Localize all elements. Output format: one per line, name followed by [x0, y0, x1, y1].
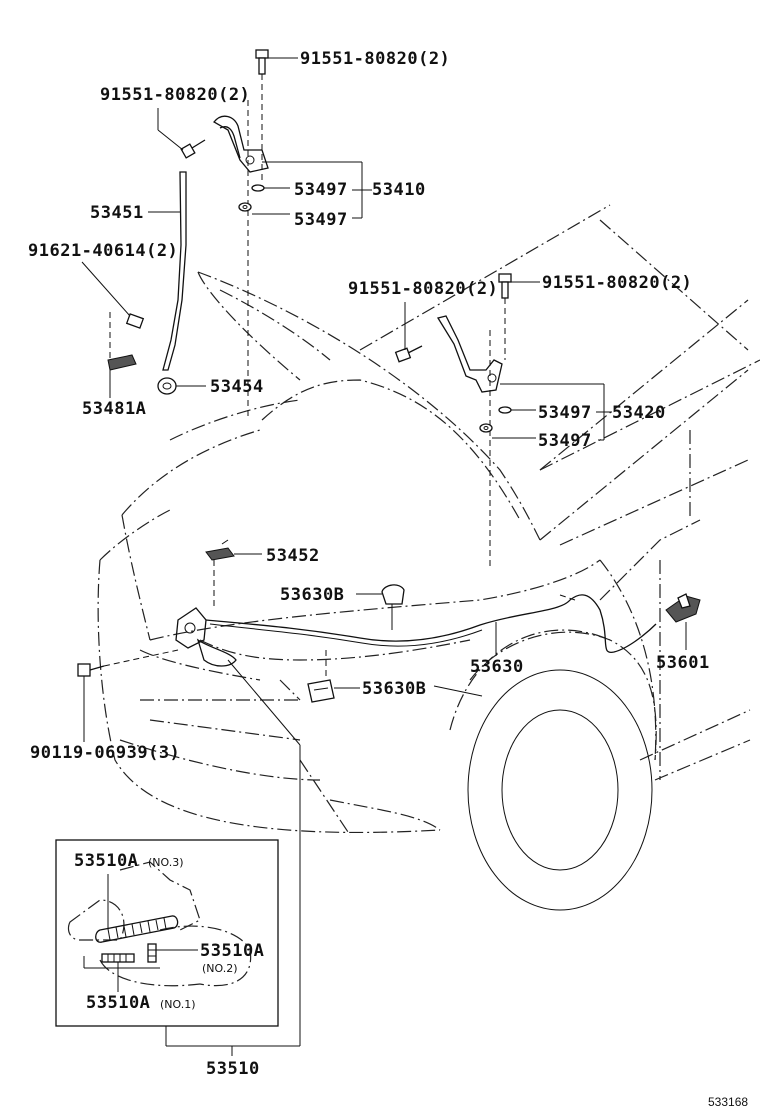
car-body-outline — [97, 204, 760, 911]
label-release-lever: 53601 — [656, 653, 710, 673]
label-bolt-left: 91551-80820(2) — [100, 85, 250, 105]
washer-icon — [238, 202, 252, 212]
label-part-no2: 53510A — [200, 941, 264, 961]
label-part-no1: 53510A — [86, 993, 150, 1013]
label-clamp-upper: 53630B — [280, 585, 344, 605]
label-washer-b2: 53497 — [538, 431, 592, 451]
label-grommet: 53454 — [210, 377, 264, 397]
left-hinge-group — [81, 49, 363, 420]
spring-icon — [101, 953, 135, 963]
bolt-icon — [394, 345, 423, 363]
grommet-icon — [157, 377, 177, 395]
label-note-no2: (NO.2) — [202, 962, 238, 975]
label-lock-assy: 53510 — [206, 1059, 260, 1079]
bolt-icon — [77, 663, 105, 677]
right-hinge-group — [394, 273, 605, 570]
washer-icon — [498, 406, 512, 414]
inset-lock-detail — [55, 839, 301, 1056]
bracket-icon — [107, 354, 137, 371]
label-cable: 53630 — [470, 657, 524, 677]
label-washer-a1: 53497 — [294, 180, 348, 200]
label-clamp-lower: 53630B — [362, 679, 426, 699]
spring-icon — [95, 915, 179, 943]
label-stay: 53451 — [90, 203, 144, 223]
label-bolt-top: 91551-80820(2) — [300, 49, 450, 69]
label-note-no1: (NO.1) — [160, 998, 196, 1011]
label-bolt-right: 91551-80820(2) — [542, 273, 692, 293]
clip-icon — [205, 539, 235, 561]
label-bolt-mid: 91551-80820(2) — [348, 279, 498, 299]
washer-icon — [251, 184, 265, 192]
lock-cable-group — [77, 539, 701, 1020]
label-hinge-l: 53410 — [372, 180, 426, 200]
bolt-icon — [498, 273, 512, 299]
label-bolt-stay: 91621-40614(2) — [28, 241, 178, 261]
bolt-icon — [255, 49, 269, 75]
label-hinge-r: 53420 — [612, 403, 666, 423]
label-washer-a2: 53497 — [294, 210, 348, 230]
spring-icon — [147, 943, 157, 963]
hood-stay — [162, 171, 187, 371]
hinge-icon — [436, 315, 503, 393]
label-washer-b1: 53497 — [538, 403, 592, 423]
label-note-no3: (NO.3) — [148, 856, 184, 869]
hood-lock-icon — [175, 607, 237, 667]
label-bracket-stay: 53481A — [82, 399, 146, 419]
bolt-icon — [125, 313, 145, 329]
label-ref-code: 533168 — [708, 1095, 748, 1109]
bolt-icon — [180, 139, 206, 159]
clamp-icon — [307, 679, 335, 703]
hinge-icon — [213, 115, 269, 173]
clamp-icon — [381, 584, 405, 630]
label-lock-clip: 53452 — [266, 546, 320, 566]
washer-icon — [479, 423, 493, 433]
lever-icon — [665, 593, 701, 623]
label-part-no3: 53510A — [74, 851, 138, 871]
label-bolt-lock: 90119-06939(3) — [30, 743, 180, 763]
